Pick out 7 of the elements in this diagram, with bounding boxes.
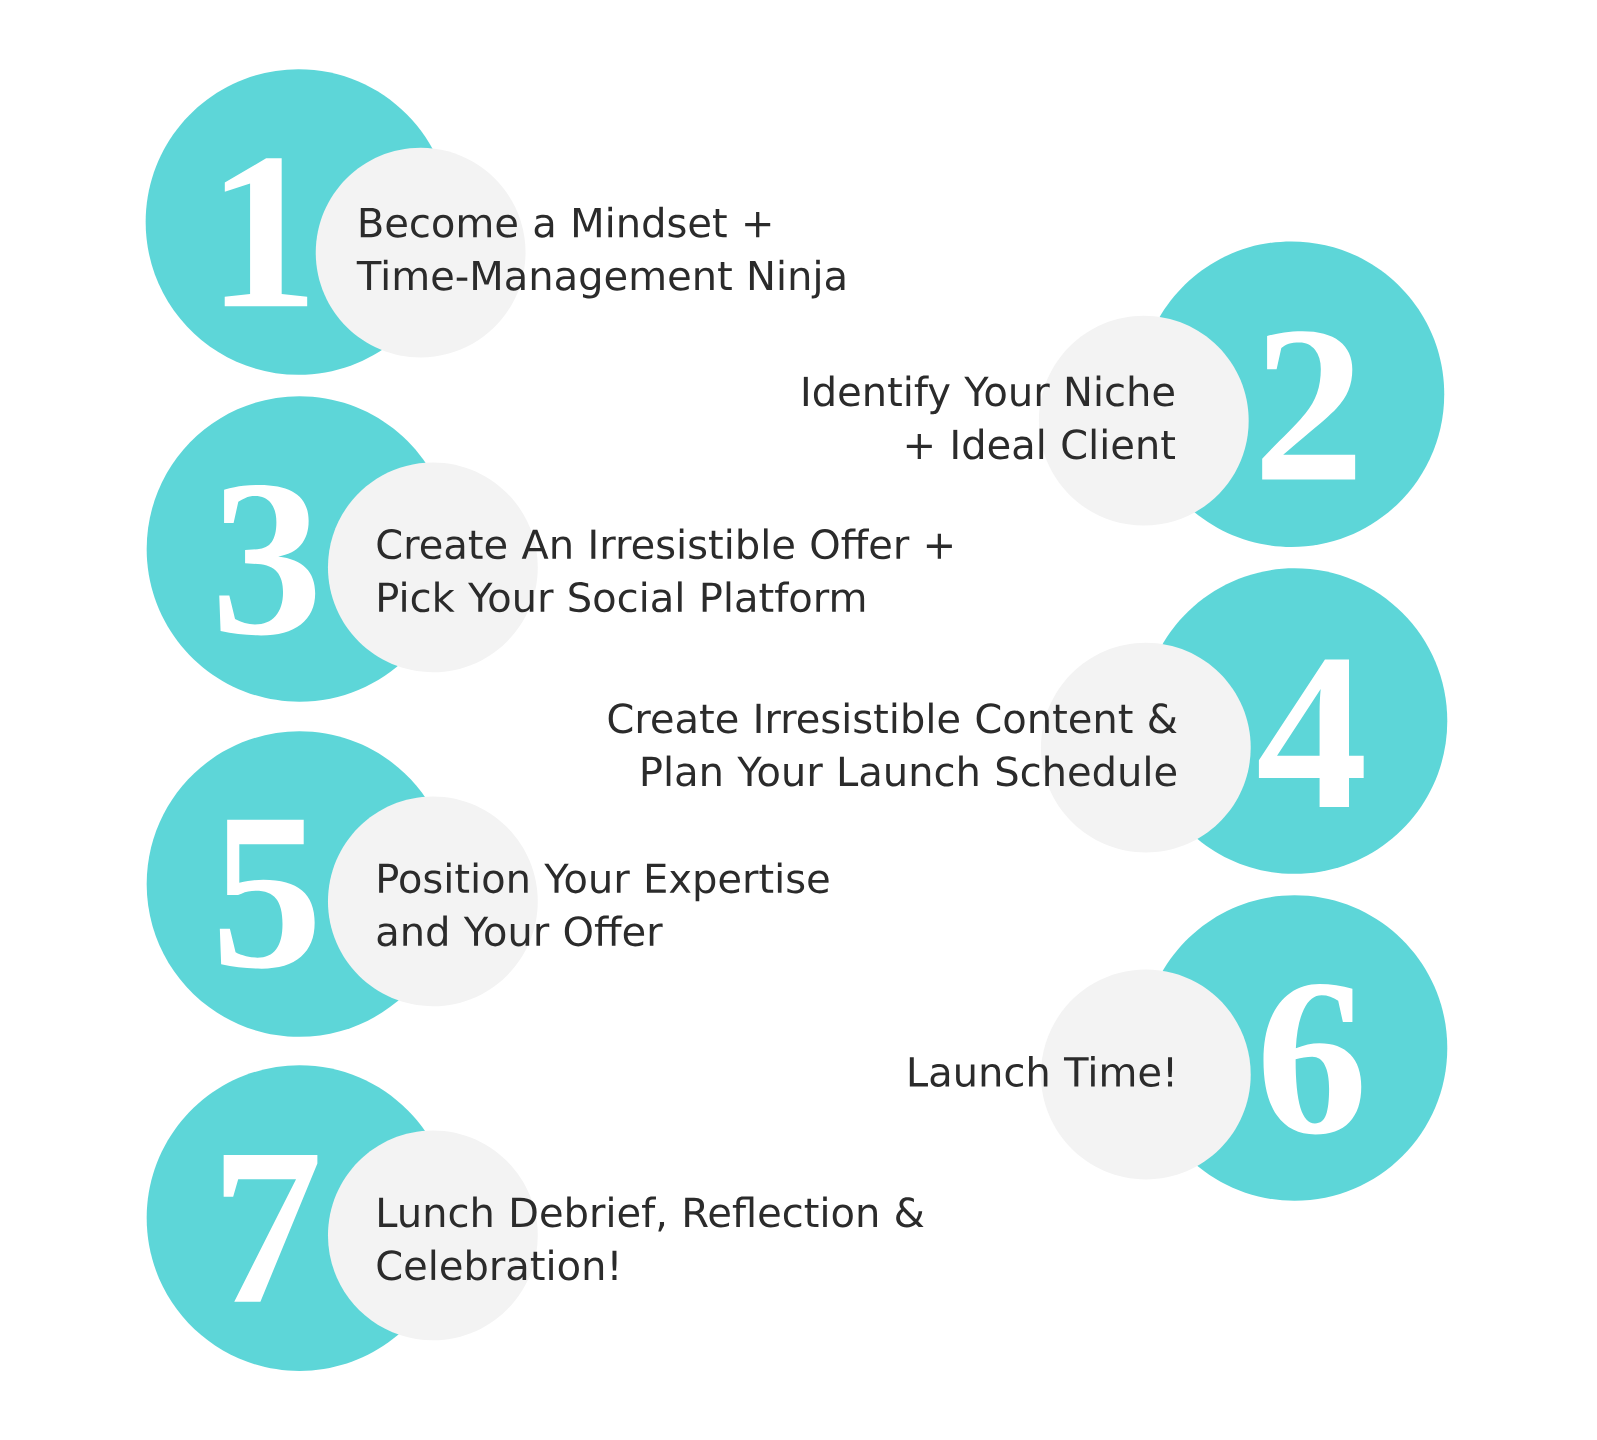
step-text: Launch Time! — [909, 1056, 1173, 1087]
step-text: Position Your Expertise and Your Offer — [377, 862, 829, 947]
step-text: Identify Your Niche + Ideal Client — [803, 375, 1175, 460]
step-text: Create An Irresistible Offer + Pick Your Social Platform — [377, 528, 952, 613]
step-text: Become a Mindset + Time-Management Ninja — [356, 206, 845, 299]
step-text: Lunch Debrief, Reflection & Celebration! — [377, 1196, 924, 1281]
step-text: Create Irresistible Content & Plan Your Launch Schedule — [608, 702, 1177, 787]
